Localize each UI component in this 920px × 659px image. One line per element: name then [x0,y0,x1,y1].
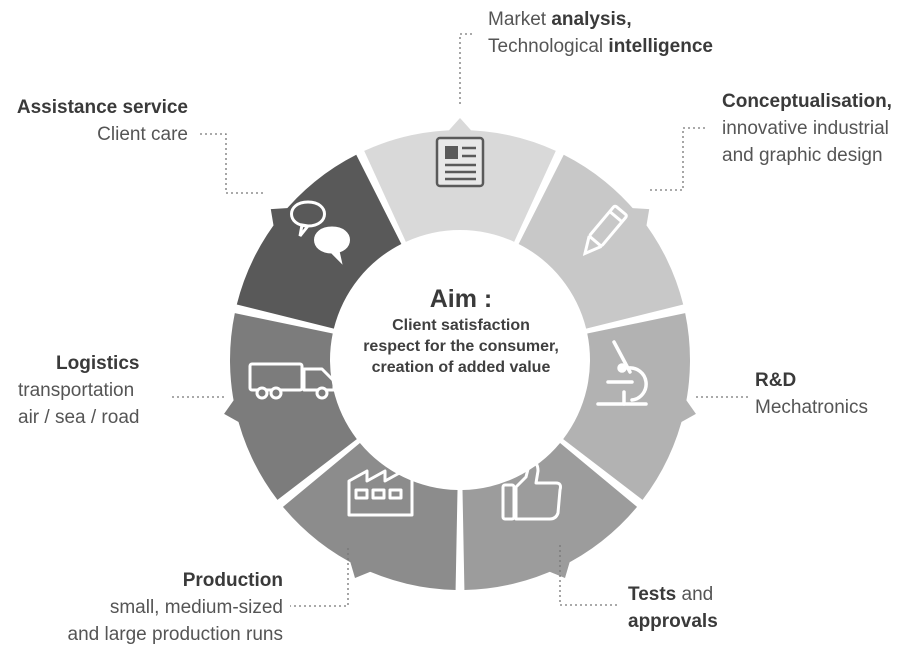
chat-bubbles-icon [290,200,350,265]
thumbs-up-icon [501,459,562,521]
tests-bold-1: Tests [628,584,677,605]
pointer-rd [680,399,696,423]
tests-bold-2: approvals [628,611,718,632]
logistics-title: Logistics [56,353,140,374]
segment-pointers [224,118,696,579]
label-production: Production small, medium-sized and large… [68,567,283,648]
leader-market [459,33,474,104]
dotted-leader-lines [172,33,748,607]
pointer-concept [631,208,650,227]
aim-line-1: Client satisfaction [392,317,530,334]
center-circle [336,236,584,484]
production-line-1: small, medium-sized [109,597,283,618]
newspaper-icon [435,136,485,188]
center-aim-block: Aim : Client satisfaction respect for th… [330,283,592,378]
segment-concept [518,154,684,329]
label-tests: Tests and approvals [628,581,718,635]
leader-tests [559,545,620,606]
segment-logistics [229,313,357,500]
assistance-line-1: Client care [97,124,188,145]
market-text-1-bold: analysis, [551,9,632,30]
pointer-production [349,560,372,579]
segment-rd [563,313,690,500]
label-logistics: Logistics transportation air / sea / roa… [18,350,139,431]
label-market: Market analysis, Technological intellige… [488,6,713,60]
production-line-2: and large production runs [67,624,283,645]
logistics-line-2: air / sea / road [18,407,140,428]
concept-title: Conceptualisation, [722,91,892,112]
factory-icon [347,461,414,517]
leader-assistance [200,133,265,194]
segment-tests [462,442,638,590]
truck-icon [248,362,336,400]
pencil-icon [582,204,628,257]
label-concept: Conceptualisation, innovative industrial… [722,88,892,169]
pointer-assistance [270,208,289,227]
aim-line-3: creation of added value [371,359,551,376]
market-text-1: Market [488,9,552,30]
pointer-market [448,118,472,132]
assistance-title: Assistance service [16,97,188,118]
market-text-2-bold: intelligence [608,36,713,57]
concept-line-1: innovative industrial [722,118,889,139]
leader-production [290,548,349,607]
aim-title: Aim : [429,285,493,313]
aim-line-2: respect for the consumer, [363,338,559,355]
pointer-tests [548,560,571,579]
concept-line-2: and graphic design [722,145,883,166]
rd-title: R&D [755,370,797,391]
microscope-icon [596,340,648,406]
label-assistance: Assistance service Client care [17,94,188,148]
tests-text-1: and [676,584,714,605]
leader-concept [650,127,708,191]
rd-line-1: Mechatronics [755,397,868,418]
label-rd: R&D Mechatronics [755,367,868,421]
logistics-line-1: transportation [18,380,135,401]
production-title: Production [182,570,283,591]
market-text-2: Technological [488,36,609,57]
pointer-logistics [224,399,240,423]
